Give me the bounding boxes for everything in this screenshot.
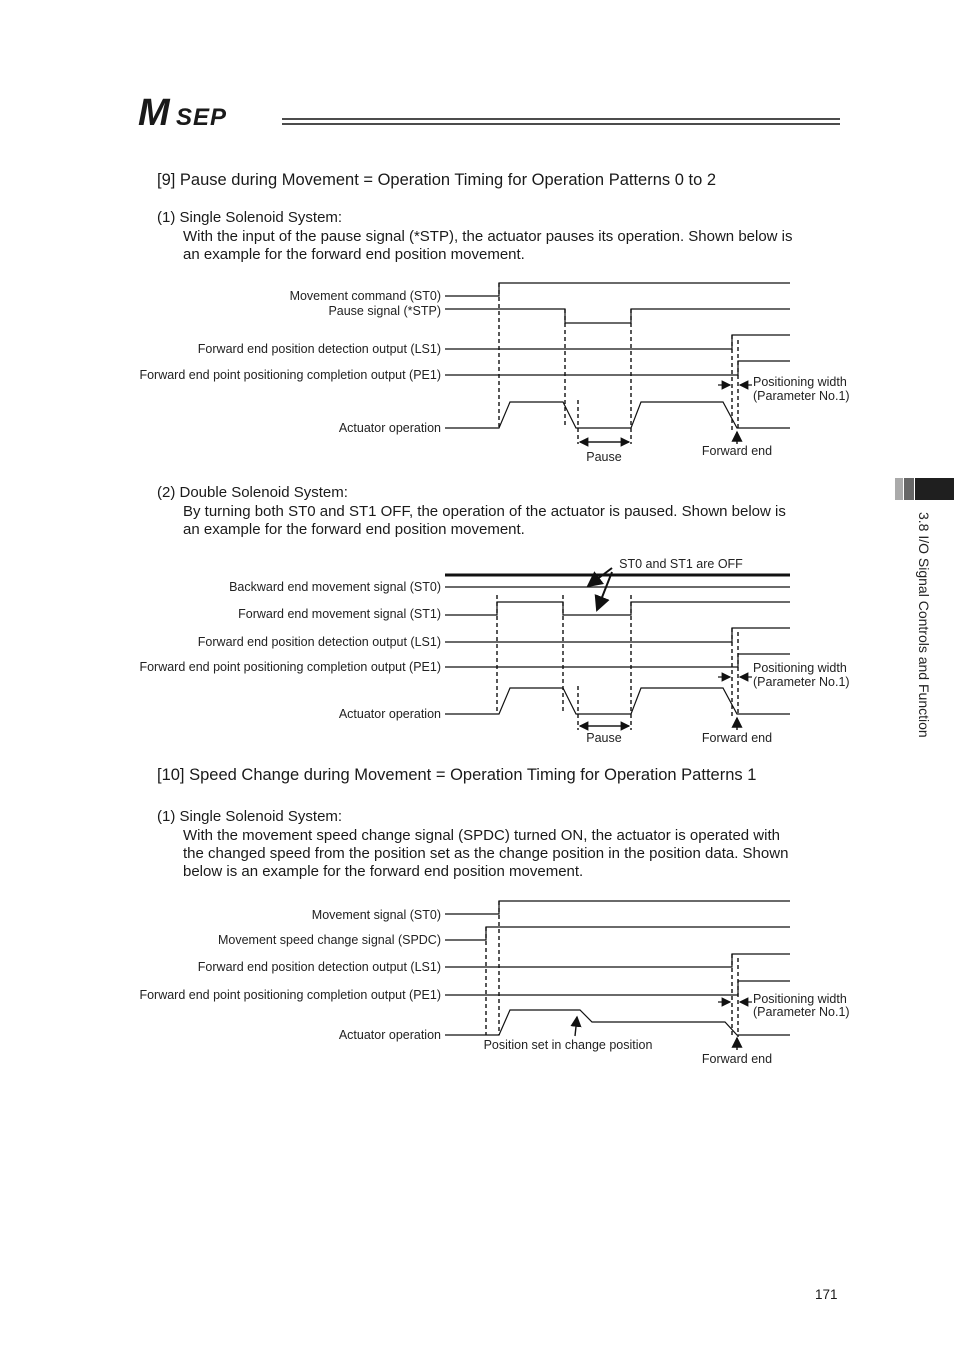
section-10-sub1-body-2: the changed speed from the position set … bbox=[183, 845, 789, 862]
svg-text:M: M bbox=[138, 94, 171, 130]
d2-label-st1: Forward end movement signal (ST1) bbox=[238, 607, 441, 621]
d3-label-actuator: Actuator operation bbox=[339, 1028, 441, 1042]
d2-off-note: ST0 and ST1 are OFF bbox=[619, 557, 743, 571]
diagram-2: ST0 and ST1 are OFF Backward end movemen… bbox=[139, 557, 849, 745]
diagram-1: Movement command (ST0) Pause signal (*ST… bbox=[139, 282, 850, 464]
section-10-sub1-body-1: With the movement speed change signal (S… bbox=[183, 827, 780, 844]
d3-change-pos-label: Position set in change position bbox=[484, 1038, 653, 1052]
chapter-tab bbox=[895, 478, 954, 500]
section-10-sub1-body-3: below is an example for the forward end … bbox=[183, 863, 584, 880]
page-number: 171 bbox=[815, 1287, 838, 1302]
d3-pos-width-2: (Parameter No.1) bbox=[753, 1005, 850, 1019]
section-9-sub2-title: (2) Double Solenoid System: bbox=[157, 484, 348, 501]
d2-label-ls1: Forward end position detection output (L… bbox=[198, 635, 441, 649]
section-9-heading: [9] Pause during Movement = Operation Ti… bbox=[157, 171, 717, 189]
section-9-sub2-body-1: By turning both ST0 and ST1 OFF, the ope… bbox=[183, 503, 786, 520]
d3-label-spdc: Movement speed change signal (SPDC) bbox=[218, 933, 441, 947]
d3-pos-width-1: Positioning width bbox=[753, 992, 847, 1006]
d1-label-st0: Movement command (ST0) bbox=[290, 289, 441, 303]
chapter-label: 3.8 I/O Signal Controls and Function bbox=[916, 512, 932, 738]
header-rule bbox=[282, 114, 840, 125]
d2-label-st0: Backward end movement signal (ST0) bbox=[229, 580, 441, 594]
d3-label-ls1: Forward end position detection output (L… bbox=[198, 960, 441, 974]
section-9-sub1-title: (1) Single Solenoid System: bbox=[157, 209, 343, 226]
d3-label-st0: Movement signal (ST0) bbox=[312, 908, 441, 922]
d1-pos-width-2: (Parameter No.1) bbox=[753, 389, 850, 403]
d1-pause-label: Pause bbox=[586, 450, 621, 464]
d1-pos-width-1: Positioning width bbox=[753, 375, 847, 389]
section-9-sub2-body-2: an example for the forward end position … bbox=[183, 521, 525, 538]
d2-pos-width-2: (Parameter No.1) bbox=[753, 675, 850, 689]
d1-label-ls1: Forward end position detection output (L… bbox=[198, 342, 441, 356]
d2-pause-label: Pause bbox=[586, 731, 621, 745]
d1-label-pe1: Forward end point positioning completion… bbox=[139, 368, 441, 382]
svg-text:SEP: SEP bbox=[176, 104, 227, 130]
msep-logo: M SEP bbox=[138, 92, 278, 134]
d2-label-actuator: Actuator operation bbox=[339, 707, 441, 721]
section-9-sub1-body-2: an example for the forward end position … bbox=[183, 246, 525, 263]
d2-pos-width-1: Positioning width bbox=[753, 661, 847, 675]
section-10-heading: [10] Speed Change during Movement = Oper… bbox=[157, 766, 757, 784]
d2-label-pe1: Forward end point positioning completion… bbox=[139, 660, 441, 674]
d3-label-pe1: Forward end point positioning completion… bbox=[139, 988, 441, 1002]
d3-forward-end: Forward end bbox=[702, 1052, 772, 1066]
section-10-sub1-title: (1) Single Solenoid System: bbox=[157, 808, 343, 825]
d2-forward-end: Forward end bbox=[702, 731, 772, 745]
d1-forward-end: Forward end bbox=[702, 444, 772, 458]
d1-label-stp: Pause signal (*STP) bbox=[328, 304, 441, 318]
section-9-sub1-body-1: With the input of the pause signal (*STP… bbox=[183, 228, 793, 245]
diagram-3: Movement signal (ST0) Movement speed cha… bbox=[139, 900, 850, 1066]
d1-label-actuator: Actuator operation bbox=[339, 421, 441, 435]
